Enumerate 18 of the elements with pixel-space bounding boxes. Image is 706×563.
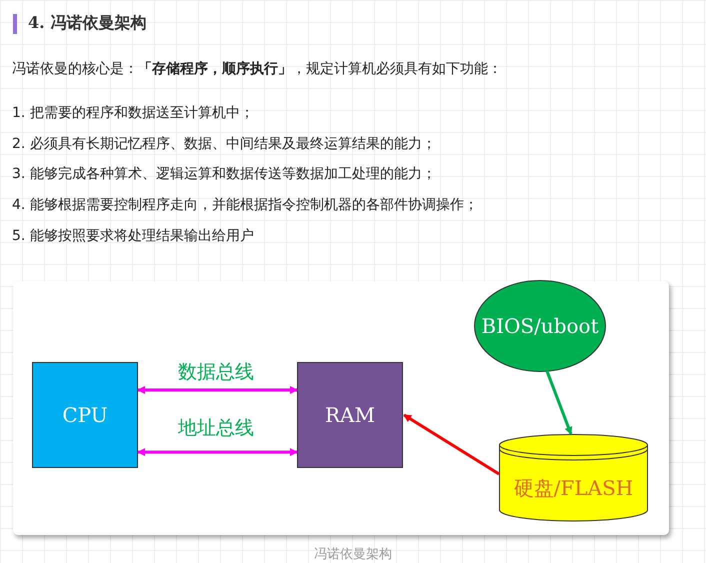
list-item: 1. 把需要的程序和数据送至计算机中； [12,104,254,122]
arrow [546,370,572,435]
edge-label: 地址总线 [177,416,255,441]
figure-caption: 冯诺依曼架构 [313,546,393,563]
arrow [137,386,298,394]
ellipse-node: BIOS/uboot [474,280,606,372]
storage-cylinder: 硬盘/FLASH [499,434,648,521]
arrow [137,448,298,456]
section-heading: 4. 冯诺依曼架构 [28,13,146,34]
list-item: 5. 能够按照要求将处理结果输出给用户 [12,227,254,245]
list-item: 4. 能够根据需要控制程序走向，并能根据指令控制机器的各部件协调操作； [12,196,478,214]
cpu-box: CPU [32,362,138,468]
intro-text: 冯诺依曼的核心是：「存储程序，顺序执行」，规定计算机必须具有如下功能： [12,60,502,78]
list-item: 2. 必须具有长期记忆程序、数据、中间结果及最终运算结果的能力； [12,135,436,153]
ram-box: RAM [297,362,403,468]
edge-label: 数据总线 [177,360,255,385]
arrow [403,414,500,476]
list-item: 3. 能够完成各种算术、逻辑运算和数据传送等数据加工处理的能力； [12,165,436,183]
